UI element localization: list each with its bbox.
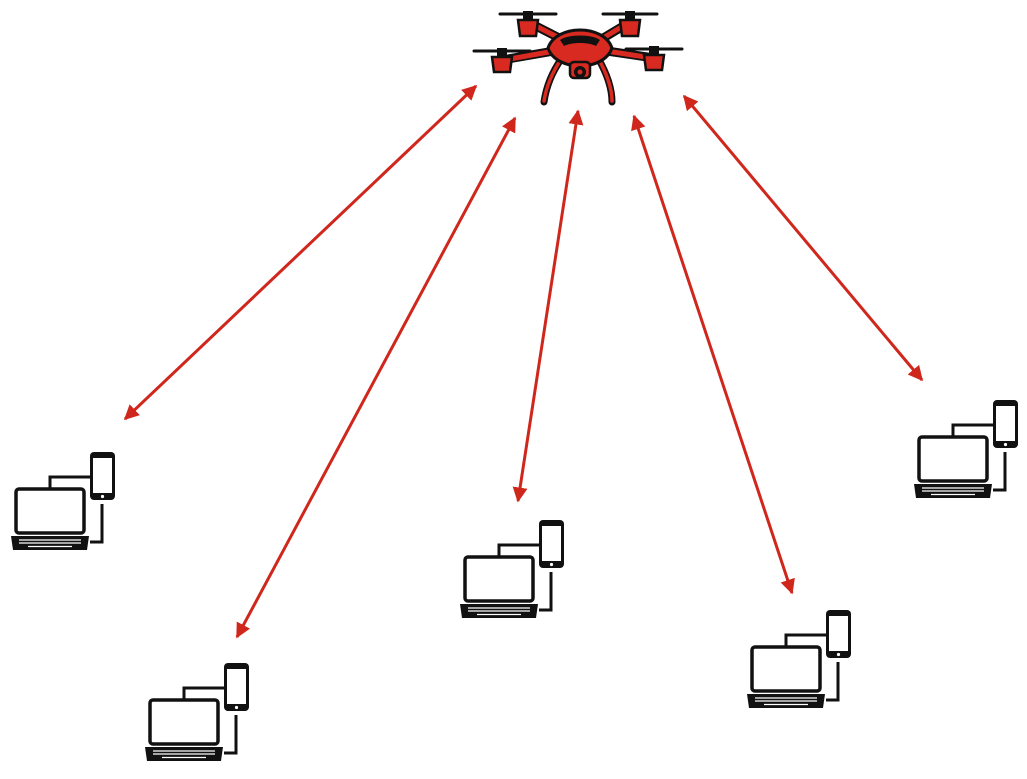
link-drone-user-3 (512, 109, 584, 503)
user-device-2 (143, 661, 251, 763)
user-device-3 (458, 518, 566, 620)
link-drone-user-1 (123, 84, 478, 421)
user-device-1 (9, 450, 117, 552)
user-device-5 (912, 398, 1020, 500)
quadcopter-drone-icon (472, 11, 684, 106)
link-drone-user-2 (235, 116, 517, 639)
user-device-4 (745, 608, 853, 710)
links-group (123, 84, 924, 639)
link-drone-user-4 (631, 114, 795, 595)
link-drone-user-5 (682, 94, 924, 382)
